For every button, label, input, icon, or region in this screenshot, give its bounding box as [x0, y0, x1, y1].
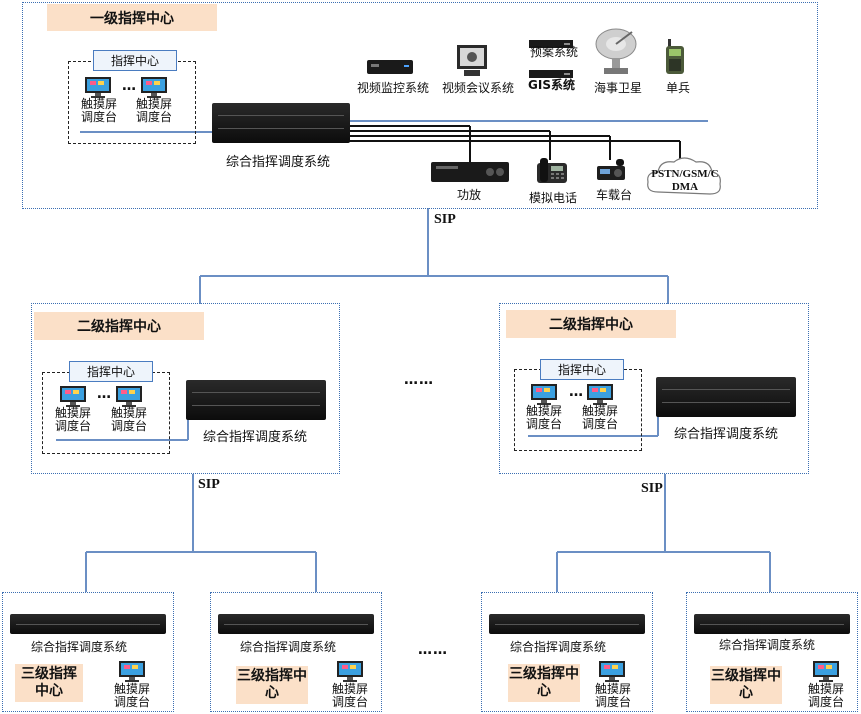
- gis-device-icon: [528, 64, 574, 83]
- handheld-radio-icon: [664, 38, 686, 80]
- level3-center-4-title: 三级指挥中心: [710, 666, 782, 704]
- rack-server-icon: [218, 614, 374, 634]
- conference-terminal-icon: [454, 44, 490, 82]
- level2-right-sub-title: 指挥中心: [540, 359, 624, 380]
- level2-right-console-b-label: 触摸屏调度台: [581, 404, 618, 431]
- level2-right-console-a-label: 触摸屏调度台: [525, 404, 562, 431]
- satellite-dish-icon: [594, 24, 644, 80]
- level1-title: 一级指挥中心: [47, 4, 217, 31]
- touch-monitor-icon: [140, 76, 168, 102]
- level3-center-4-console-label: 触摸屏调度台: [807, 682, 844, 709]
- rack-server-icon: [656, 377, 796, 417]
- level3-center-2-title: 三级指挥中心: [236, 666, 308, 704]
- touch-monitor-icon: [586, 383, 614, 409]
- rack-server-icon: [186, 380, 326, 420]
- touch-monitor-icon: [812, 660, 840, 686]
- touch-monitor-icon: [336, 660, 364, 686]
- dvr-icon: [366, 58, 414, 80]
- level1-system-label: 综合指挥调度系统: [226, 155, 331, 170]
- level2-left-title: 二级指挥中心: [34, 312, 204, 340]
- level1-sub-title: 指挥中心: [93, 50, 177, 71]
- desk-phone-icon: [536, 157, 568, 189]
- touch-monitor-icon: [530, 383, 558, 409]
- level3-center-1-title: 三级指挥中心: [15, 664, 83, 702]
- level3-center-4-frame: [686, 592, 858, 712]
- level3-center-2-frame: [210, 592, 382, 712]
- cloud-icon: [644, 152, 724, 206]
- level3-center-1-system-label: 综合指挥调度系统: [31, 640, 128, 654]
- maritime-satellite-label: 海事卫星: [594, 81, 643, 95]
- touch-monitor-icon: [84, 76, 112, 102]
- level2-right-title: 二级指挥中心: [506, 310, 676, 338]
- plan-system-label: 预案系统: [530, 45, 579, 59]
- analog-phone-label: 模拟电话: [529, 191, 578, 205]
- touch-monitor-icon: [118, 660, 146, 686]
- pstn-label: PSTN/GSM/CDMA: [651, 168, 719, 193]
- middle-ellipsis: ……: [404, 372, 434, 388]
- level3-center-3-frame: [481, 592, 653, 712]
- bottom-ellipsis: ……: [418, 642, 448, 658]
- level2-left-system-label: 综合指挥调度系统: [203, 430, 308, 445]
- level2-left-frame: [31, 303, 340, 474]
- rack-server-icon: [212, 103, 350, 143]
- touch-monitor-icon: [115, 385, 143, 411]
- level1-console-b-label: 触摸屏调度台: [135, 97, 172, 124]
- single-soldier-label: 单兵: [666, 81, 691, 95]
- level2-left-console-b-label: 触摸屏调度台: [110, 406, 147, 433]
- level2-left-sub-title: 指挥中心: [69, 361, 153, 382]
- amplifier-icon: [430, 160, 510, 188]
- level3-center-2-system-label: 综合指挥调度系统: [240, 640, 337, 654]
- vehicle-radio-label: 车载台: [596, 188, 633, 202]
- level2-left-console-a-label: 触摸屏调度台: [54, 406, 91, 433]
- level1-center-frame: [22, 2, 818, 209]
- level3-center-3-system-label: 综合指挥调度系统: [510, 640, 607, 654]
- sip-label-left: SIP: [198, 477, 220, 492]
- level2-right-console-ellipsis: …: [569, 384, 584, 400]
- sip-label-top: SIP: [434, 212, 456, 227]
- rack-server-icon: [489, 614, 645, 634]
- level3-center-1-frame: [2, 592, 174, 712]
- plan-system-device-icon: [528, 34, 574, 53]
- car-radio-icon: [596, 158, 628, 186]
- touch-monitor-icon: [59, 385, 87, 411]
- rack-server-icon: [694, 614, 850, 634]
- touch-monitor-icon: [598, 660, 626, 686]
- amplifier-label: 功放: [457, 188, 482, 202]
- sip-label-right: SIP: [641, 481, 663, 496]
- gis-system-label: GIS系统: [528, 78, 575, 92]
- level3-center-3-console-label: 触摸屏调度台: [594, 682, 631, 709]
- level1-console-ellipsis: …: [122, 78, 137, 94]
- video-surveillance-label: 视频监控系统: [357, 81, 430, 95]
- video-conference-label: 视频会议系统: [442, 81, 515, 95]
- level3-center-1-console-label: 触摸屏调度台: [113, 682, 150, 709]
- level2-right-frame: [499, 303, 809, 474]
- level3-center-3-title: 三级指挥中心: [508, 664, 580, 702]
- level2-right-system-label: 综合指挥调度系统: [674, 427, 779, 442]
- level2-left-console-ellipsis: …: [97, 386, 112, 402]
- rack-server-icon: [10, 614, 166, 634]
- level3-center-2-console-label: 触摸屏调度台: [331, 682, 368, 709]
- level1-console-a-label: 触摸屏调度台: [80, 97, 117, 124]
- level3-center-4-system-label: 综合指挥调度系统: [719, 638, 816, 652]
